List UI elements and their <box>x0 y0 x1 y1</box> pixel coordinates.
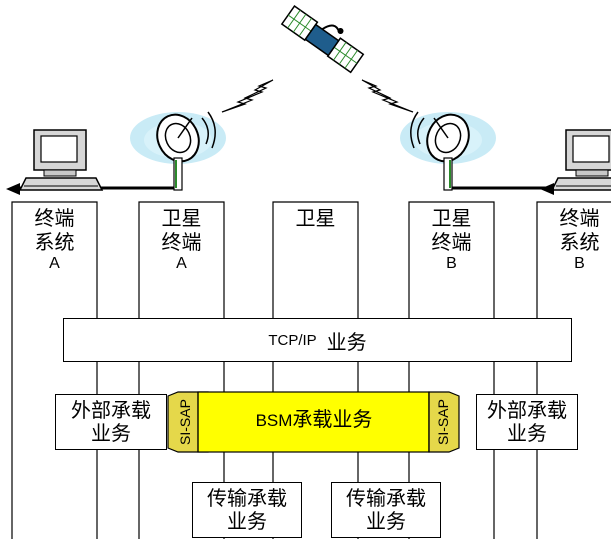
satellite-dish-icon <box>130 111 226 191</box>
network-illustration <box>6 5 611 195</box>
column-header-satellite-terminal-a: 卫星 终端 A <box>161 206 202 272</box>
transport-bearer-service-left: 传输承载 业务 <box>192 482 302 538</box>
si-sap-label-right: SI-SAP <box>435 399 451 445</box>
si-sap-label-left: SI-SAP <box>177 399 193 445</box>
computer-icon <box>550 129 611 191</box>
external-bearer-service-left: 外部承载 业务 <box>55 394 167 450</box>
transport-bearer-service-right: 传输承载 业务 <box>331 482 441 538</box>
computer-icon <box>18 129 104 191</box>
bsm-bearer-service-label: BSM承载业务 <box>255 407 373 431</box>
column-header-end-system-b: 终端 系统 B <box>559 206 600 272</box>
lightning-icon <box>221 79 274 113</box>
satellite-icon <box>280 5 365 74</box>
cable-plug-icon <box>540 183 554 195</box>
column-header-satellite-terminal-b: 卫星 终端 B <box>431 206 472 272</box>
tcpip-service-box: TCP/IP 业务 <box>63 318 572 362</box>
external-bearer-service-right: 外部承载 业务 <box>476 394 578 450</box>
column-header-end-system-a: 终端 系统 A <box>34 206 75 272</box>
cable-plug-icon <box>6 183 20 195</box>
satellite-dish-icon <box>400 111 496 191</box>
column-header-satellite: 卫星 <box>295 206 336 230</box>
lightning-icon <box>361 79 414 113</box>
